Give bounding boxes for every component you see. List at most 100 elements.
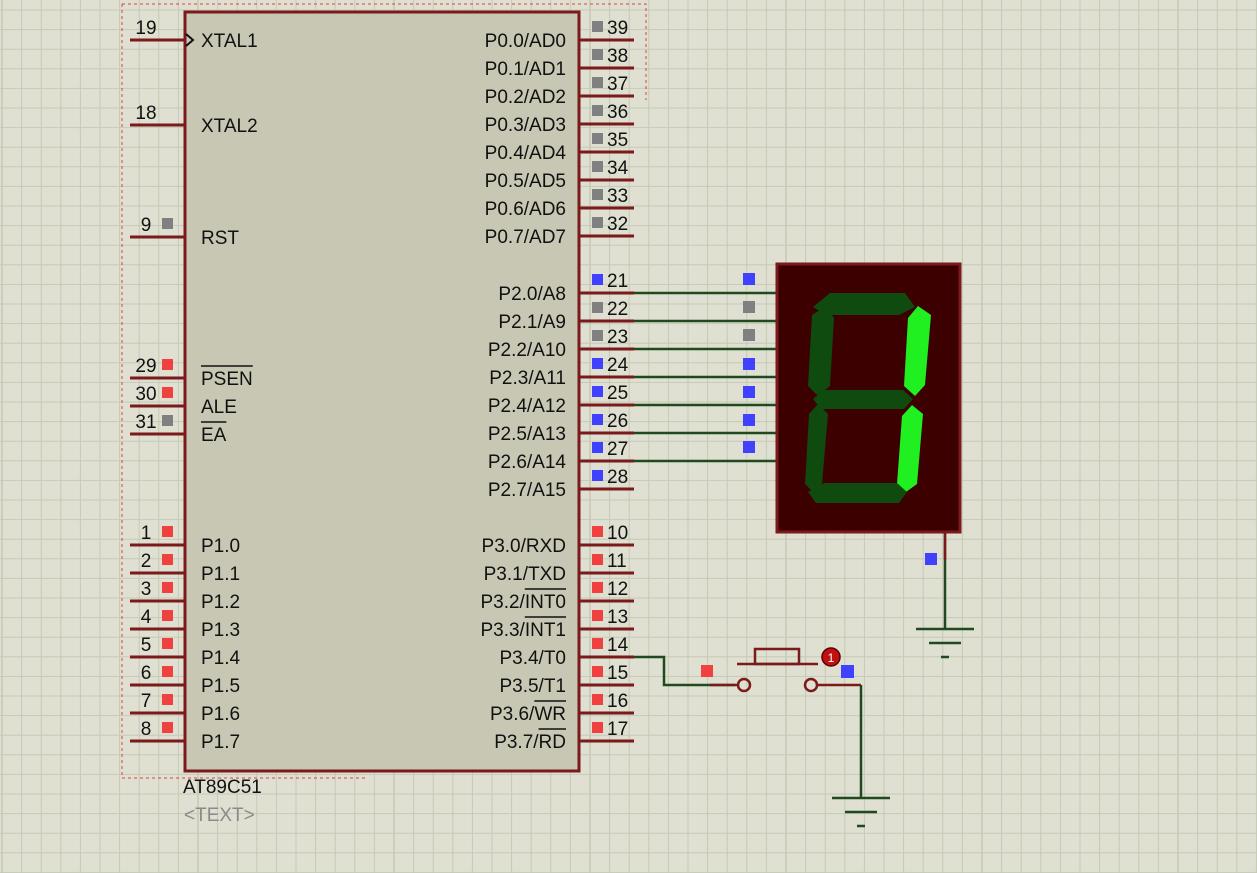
pin-state-marker	[592, 161, 603, 172]
pin-state-marker	[592, 442, 603, 453]
pin-state-marker	[162, 387, 173, 398]
pin-state-marker	[592, 133, 603, 144]
pin-number: 32	[607, 214, 628, 235]
pin-state-marker	[592, 666, 603, 677]
display-input-markers	[743, 273, 755, 453]
pin-8[interactable]: 8P1.7	[130, 719, 240, 753]
display-input-state	[743, 441, 755, 453]
pin-label: P1.6	[201, 704, 240, 725]
pin-label: P2.2/A10	[488, 340, 566, 361]
pin-label: P3.0/RXD	[482, 536, 566, 557]
pin-3[interactable]: 3P1.2	[130, 579, 240, 613]
pin-state-marker	[592, 274, 603, 285]
pin-state-marker	[592, 21, 603, 32]
pin-label: P3.5/T1	[499, 676, 566, 697]
pin-2[interactable]: 2P1.1	[130, 551, 240, 585]
pin-state-marker	[592, 77, 603, 88]
pin-label: P2.5/A13	[488, 424, 566, 445]
pin-number: 13	[607, 607, 628, 628]
display-input-state	[743, 358, 755, 370]
pin-label: P3.4/T0	[499, 648, 566, 669]
pin-state-marker	[162, 218, 173, 229]
ground-symbol-icon	[832, 796, 890, 828]
pin-state-marker	[592, 358, 603, 369]
pin-label: P3.2/INT0	[480, 592, 566, 613]
pin-label: P2.7/A15	[488, 480, 566, 501]
pin-label: EA	[201, 425, 227, 446]
pin-number: 33	[607, 186, 628, 207]
pin-state-marker	[162, 526, 173, 537]
pin-number: 29	[135, 356, 156, 377]
pin-number: 22	[607, 299, 628, 320]
pin-label: P1.3	[201, 620, 240, 641]
push-button[interactable]: 1	[634, 647, 890, 828]
pin-label: P1.5	[201, 676, 240, 697]
pin-state-marker	[592, 722, 603, 733]
ground-symbol-icon	[916, 627, 974, 659]
pin-label: P1.4	[201, 648, 241, 669]
pin-label: P0.1/AD1	[485, 59, 566, 80]
seven-segment-display[interactable]	[743, 262, 962, 534]
pin-number: 3	[141, 579, 152, 600]
microcontroller-body[interactable]	[183, 10, 581, 773]
pin-number: 31	[135, 412, 156, 433]
pin-state-marker	[592, 610, 603, 621]
pin-number: 18	[135, 103, 156, 124]
pin-label: XTAL1	[201, 31, 258, 52]
pin-label: P0.4/AD4	[485, 143, 567, 164]
pin-number: 17	[607, 719, 628, 740]
pin-5[interactable]: 5P1.4	[130, 635, 241, 669]
button-right-state	[841, 665, 854, 678]
pin-number: 37	[607, 74, 628, 95]
pin-number: 2	[141, 551, 152, 572]
pin-label: P0.5/AD5	[485, 171, 566, 192]
pin-state-marker	[592, 386, 603, 397]
pin-6[interactable]: 6P1.5	[130, 663, 240, 697]
pin-label: P3.3/INT1	[480, 620, 566, 641]
pin-state-marker	[592, 638, 603, 649]
pin-state-marker	[592, 330, 603, 341]
display-common-state	[925, 553, 937, 565]
pin-4[interactable]: 4P1.3	[130, 607, 240, 641]
pin-state-marker	[162, 694, 173, 705]
pin-number: 30	[135, 384, 156, 405]
pin-number: 21	[607, 271, 628, 292]
clock-input-icon	[185, 33, 195, 47]
display-input-state	[743, 301, 755, 313]
pin-label: P2.1/A9	[498, 312, 566, 333]
pin-number: 36	[607, 102, 628, 123]
pin-1[interactable]: 1P1.0	[130, 523, 240, 557]
pin-7[interactable]: 7P1.6	[130, 691, 240, 725]
